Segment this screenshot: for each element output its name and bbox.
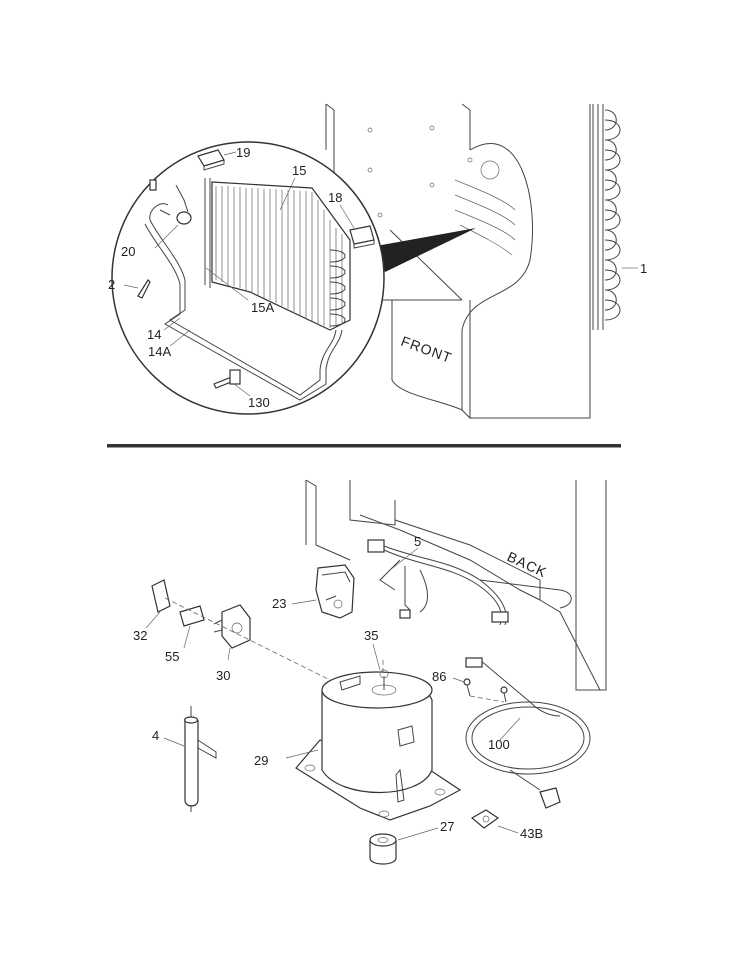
callout-19: 19 [236,145,250,160]
wire-harness-5 [367,539,572,626]
callout-30: 30 [216,668,230,683]
cabinet-bottom-outline [305,479,607,691]
condenser-coil [592,104,638,330]
relay-23 [291,564,355,619]
front-label: FRONT [399,333,454,366]
zoom-pointer [376,228,476,272]
callout-1: 1 [640,261,647,276]
callout-18: 18 [328,190,342,205]
callout-29: 29 [254,753,268,768]
part-55-connector [179,605,205,649]
grommet-27 [369,827,439,865]
clamp-43B [470,809,519,834]
compressor-29 [285,643,462,821]
callout-15A: 15A [251,300,274,315]
callout-27: 27 [440,819,454,834]
callout-2: 2 [108,277,115,292]
callout-100: 100 [488,737,510,752]
callout-20: 20 [121,244,135,259]
drier-4 [163,706,217,812]
callout-43B: 43B [520,826,543,841]
callout-15: 15 [292,163,306,178]
callout-35: 35 [364,628,378,643]
callout-23: 23 [272,596,286,611]
section-divider [107,444,621,448]
overload-30 [213,604,251,661]
part-18-block [339,204,375,249]
tubing-14 [144,203,343,401]
callout-55: 55 [165,649,179,664]
back-label: BACK [505,548,550,580]
power-cord-100 [465,657,591,809]
screws-86 [452,677,508,703]
part-130-screw [213,369,251,397]
part-19-block [197,149,237,171]
callout-14A: 14A [148,344,171,359]
evaporator [204,178,351,331]
part-2-clip [137,279,151,299]
callout-32: 32 [133,628,147,643]
callout-14: 14 [147,327,161,342]
callout-86: 86 [432,669,446,684]
part-32-clip [145,579,171,629]
callout-5: 5 [414,534,421,549]
callout-4: 4 [152,728,159,743]
part-20-grommet [149,179,192,225]
callout-130: 130 [248,395,270,410]
